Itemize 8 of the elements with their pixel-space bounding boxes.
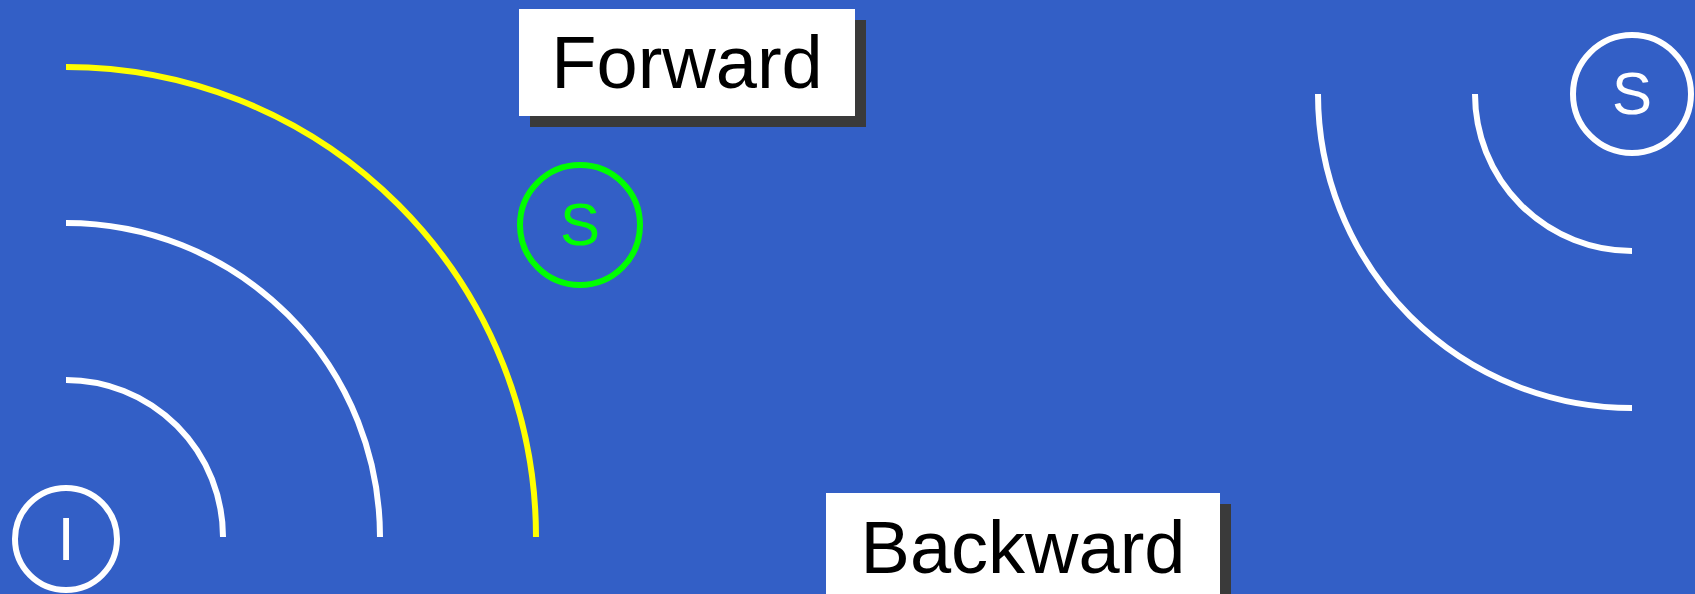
marker-circle bbox=[517, 162, 643, 288]
marker-circle bbox=[1570, 32, 1694, 156]
circle-letter: I bbox=[57, 508, 75, 570]
circle-letter: S bbox=[1612, 64, 1652, 124]
marker-circle bbox=[12, 485, 120, 593]
box-label: Forward bbox=[551, 25, 823, 100]
circle-letter: S bbox=[560, 195, 600, 255]
box-label: Backward bbox=[860, 511, 1186, 585]
